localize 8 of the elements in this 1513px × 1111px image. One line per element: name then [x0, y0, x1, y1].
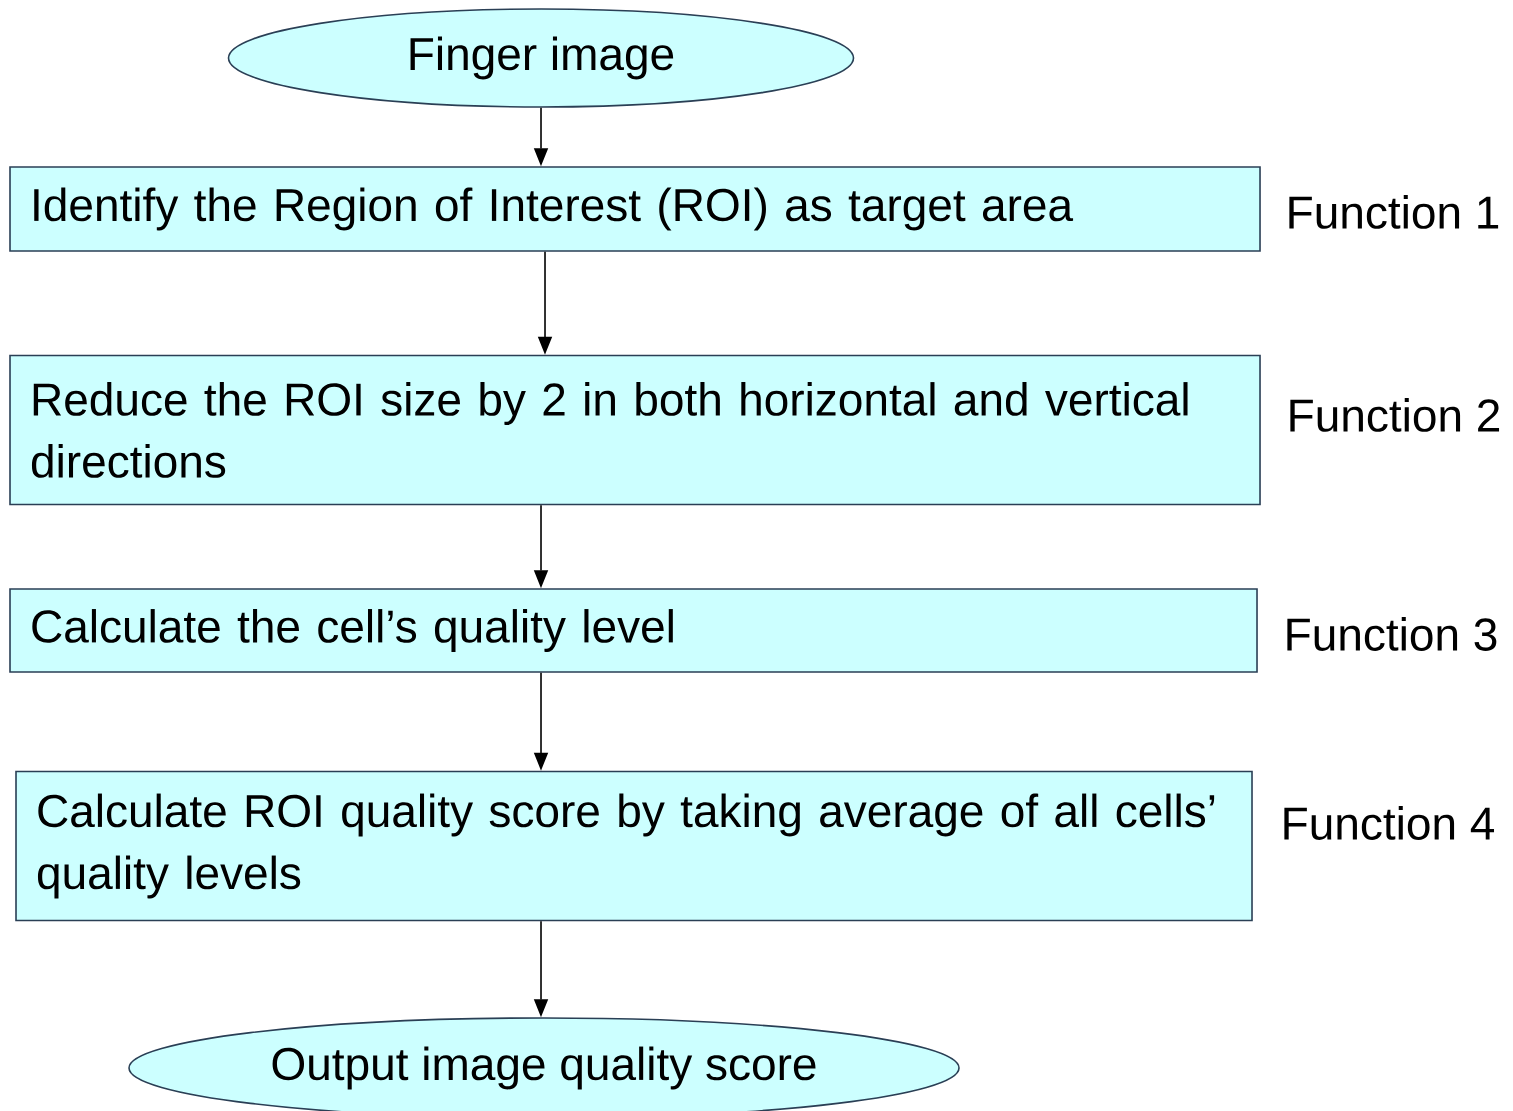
process-box: Identify the Region of Interest (ROI) as target area — [9, 166, 1261, 252]
function-label: Function 3 — [1287, 617, 1497, 651]
process-box: Calculate ROI quality score by taking average of all cells’ quality levels — [15, 770, 1253, 922]
process-box: Calculate the cell’s quality level — [9, 588, 1258, 673]
function-label: Function 4 — [1284, 806, 1494, 840]
process-box: Reduce the ROI size by 2 in both horizontal and vertical directions — [9, 354, 1261, 506]
function-label: Function 1 — [1289, 195, 1499, 229]
function-label: Function 2 — [1290, 398, 1500, 432]
